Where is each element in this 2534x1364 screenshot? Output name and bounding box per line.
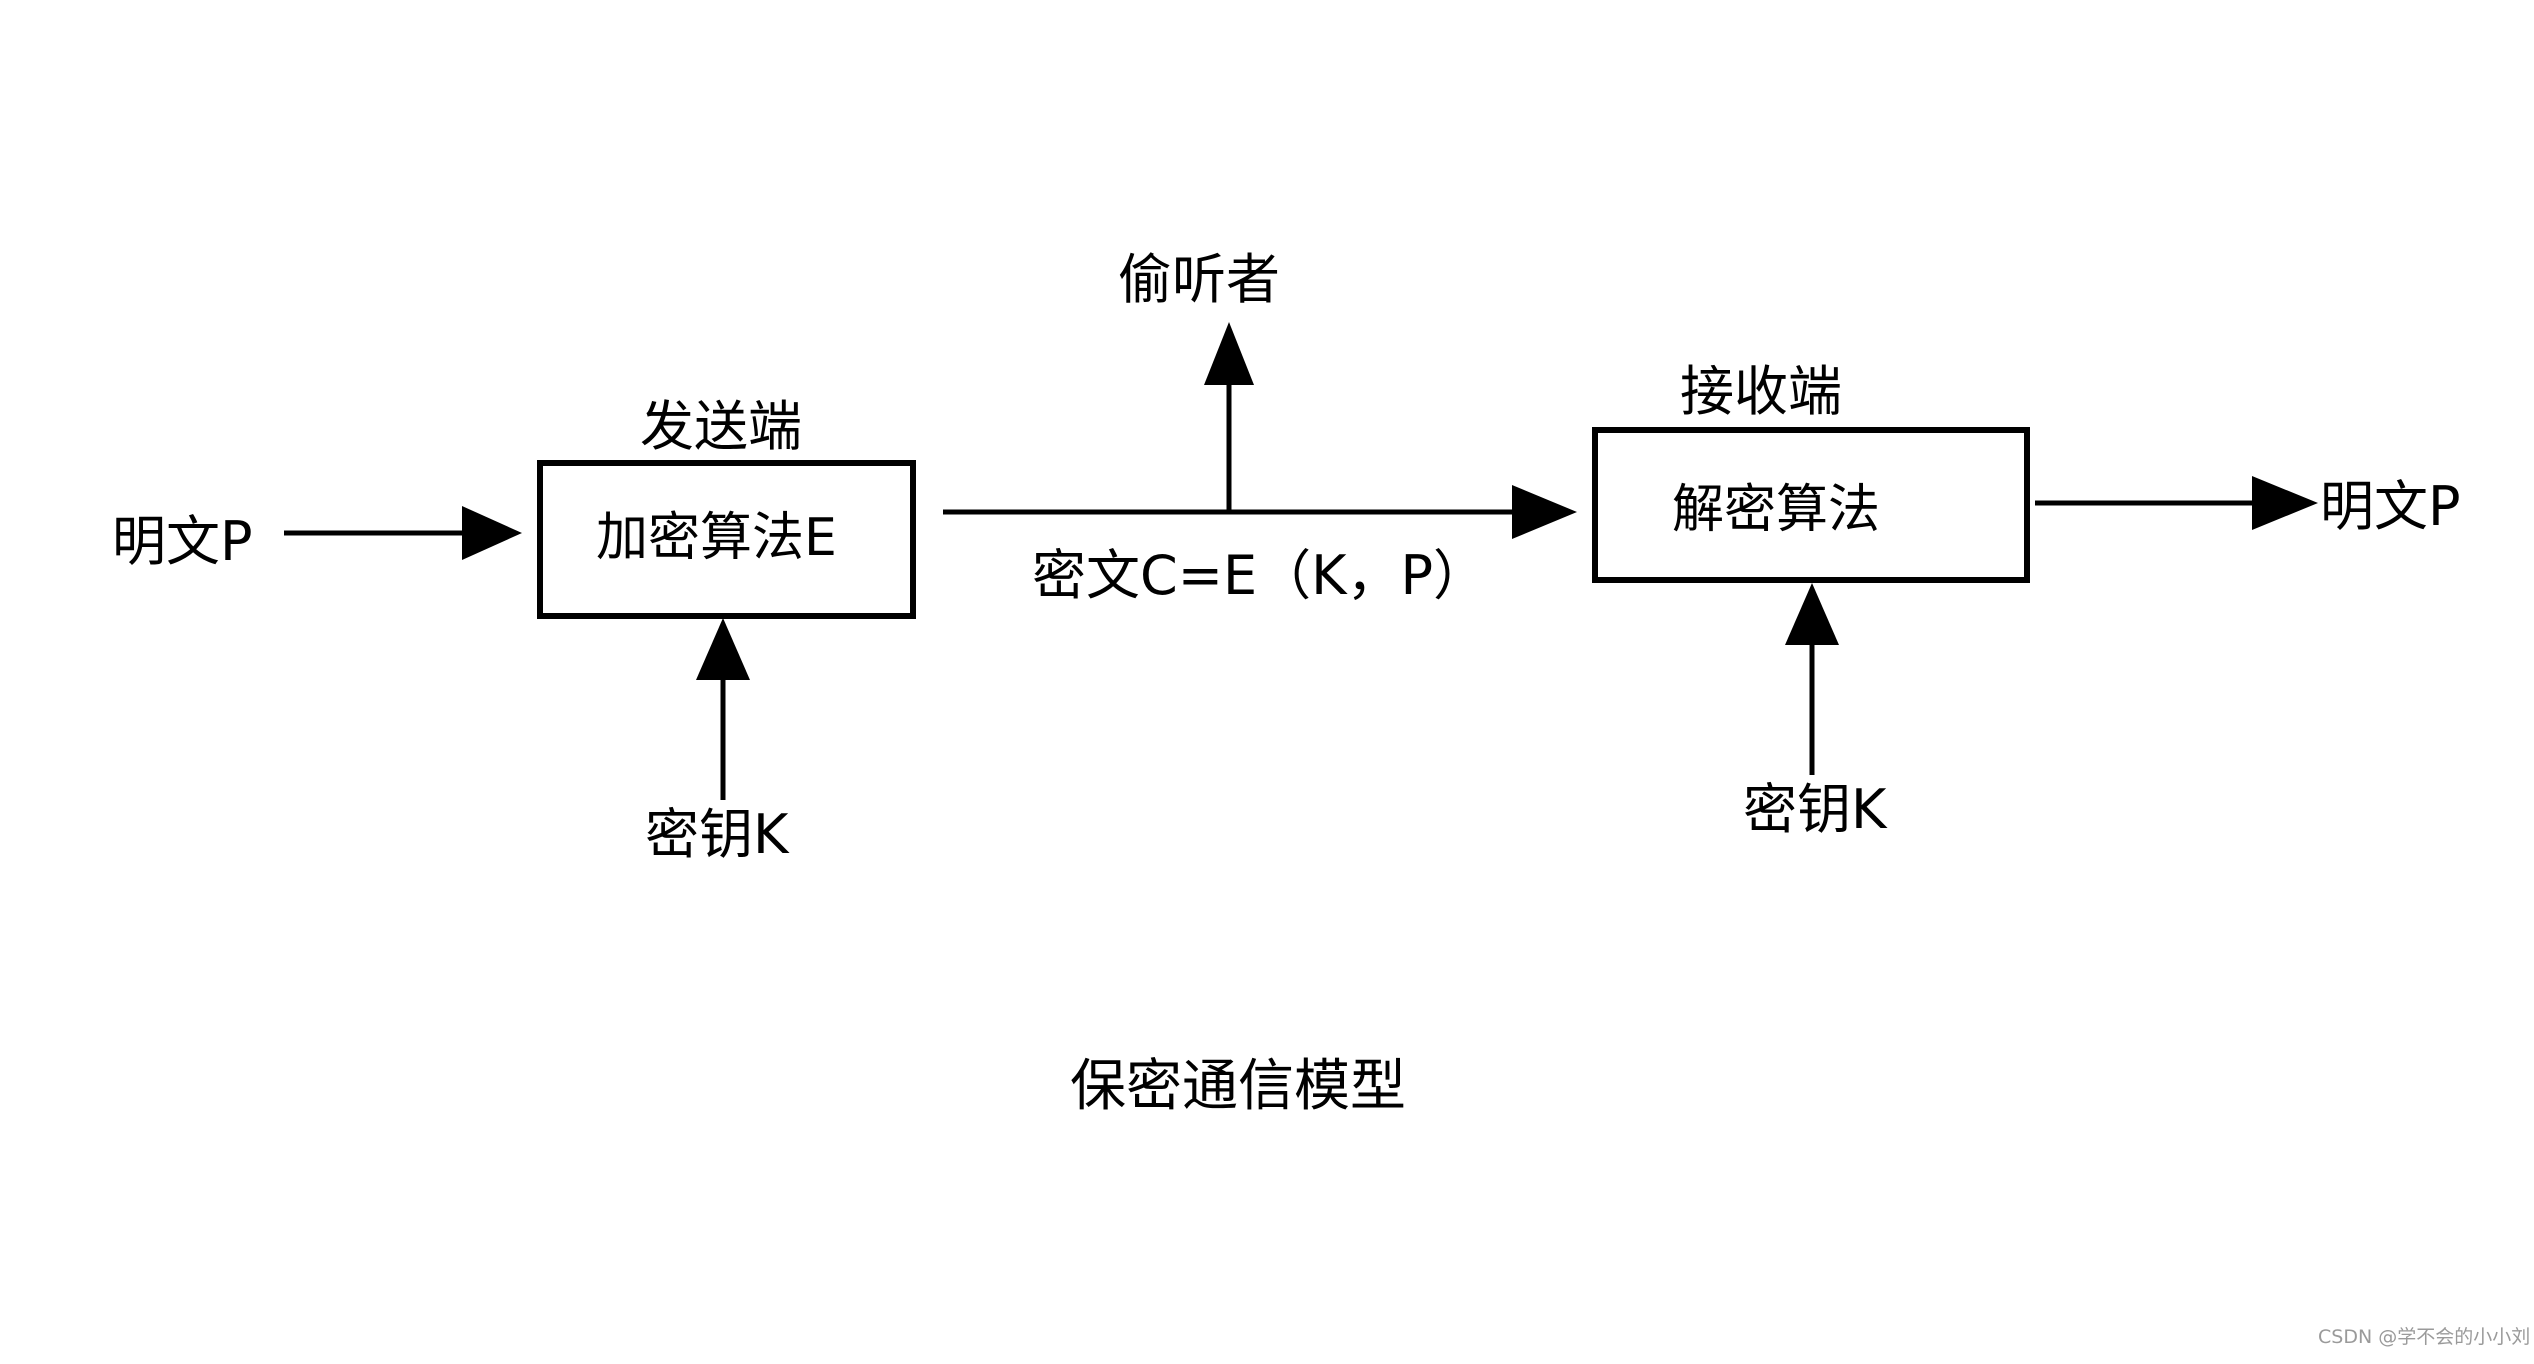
decryption-box-label: 解密算法 — [1672, 480, 1880, 540]
encryption-box — [537, 460, 916, 619]
plaintext-to-encrypt-arrowhead — [462, 506, 522, 560]
ciphertext-label: 密文C=E（K，P） — [1032, 544, 1487, 607]
eavesdropper-arrowhead — [1204, 322, 1254, 385]
plaintext-output-label: 明文P — [2320, 475, 2461, 538]
ciphertext-channel-arrowhead — [1512, 485, 1577, 539]
receiver-label: 接收端 — [1680, 360, 1842, 423]
left-key-label: 密钥K — [645, 803, 790, 866]
watermark: CSDN @学不会的小小刘 — [2318, 1326, 2530, 1348]
diagram-caption: 保密通信模型 — [1070, 1054, 1406, 1119]
plaintext-input-label: 明文P — [112, 510, 253, 573]
decryption-box — [1592, 427, 2030, 583]
decrypt-to-plaintext-arrowhead — [2252, 476, 2318, 530]
right-key-label: 密钥K — [1743, 778, 1888, 841]
eavesdropper-label: 偷听者 — [1118, 248, 1280, 311]
right-key-arrowhead — [1785, 583, 1839, 645]
encryption-box-label: 加密算法E — [596, 508, 837, 568]
sender-label: 发送端 — [640, 395, 802, 458]
left-key-arrowhead — [696, 618, 750, 680]
